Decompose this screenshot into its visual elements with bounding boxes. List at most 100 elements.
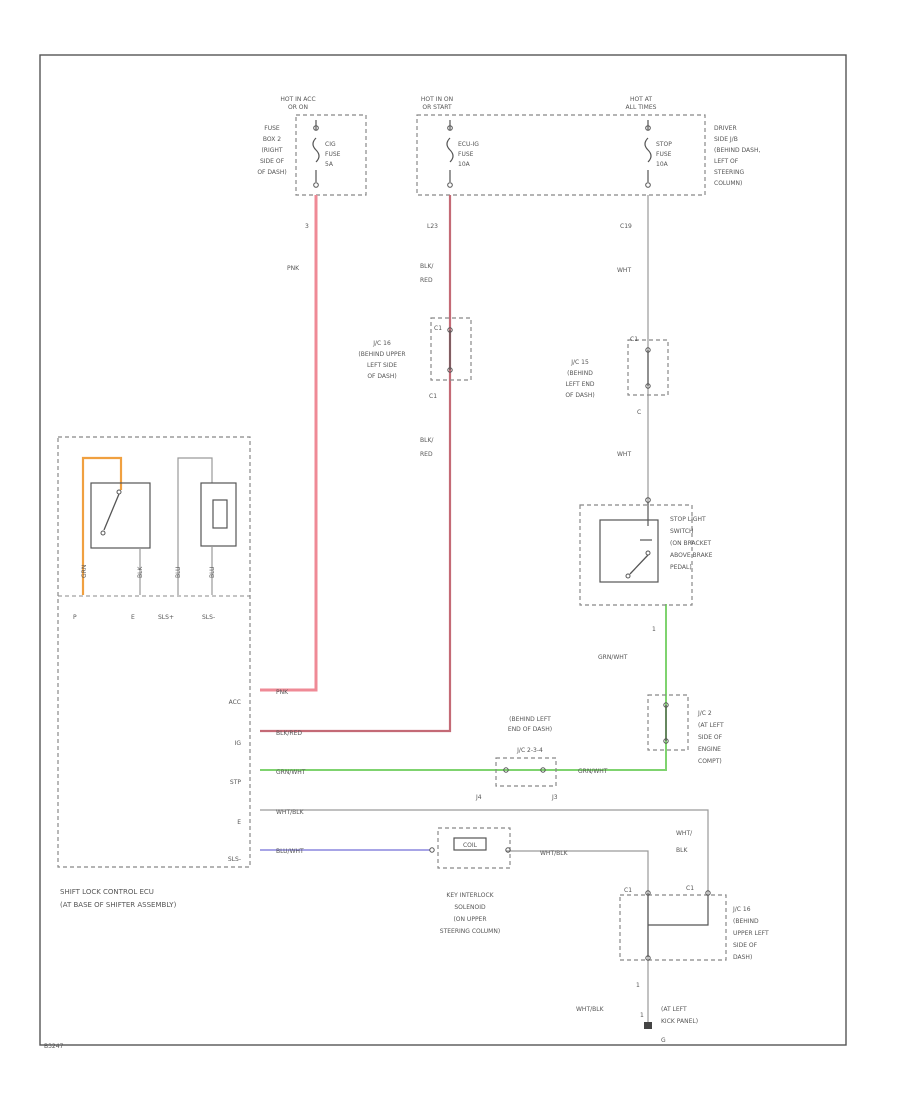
jc16-upper-label-2: (BEHIND UPPER <box>358 351 405 358</box>
ecu-terminal-sls-minus: SLS- <box>228 856 241 863</box>
jc15: C1 C J/C 15 (BEHIND LEFT END OF DASH) <box>565 336 669 416</box>
jc15-label-1: J/C 15 <box>570 359 589 366</box>
fuse-ecu-ig-label-1: ECU-IG <box>458 141 479 148</box>
fuse-stop-location-5: STEERING <box>714 169 744 176</box>
connector-pin-left: J4 <box>475 794 482 801</box>
jc2-box <box>647 694 689 751</box>
connector-label-2: END OF DASH) <box>508 726 552 733</box>
fuse-ecu-ig-header-2: OR START <box>422 104 452 111</box>
wire-pnk-label: PNK <box>287 265 300 272</box>
jc16-lower-pin-a: C1 <box>624 887 632 894</box>
fuse-cig-label-3: 5A <box>325 161 334 168</box>
fuse-stop-label-1: STOP <box>656 141 672 148</box>
fuse-ecu-ig-label-2: FUSE <box>458 151 474 158</box>
ecu-internal-wire-grey <box>177 457 213 595</box>
solenoid-coil-text: COIL <box>463 842 478 849</box>
ecu-wire-e: WHT/BLK <box>276 809 305 816</box>
connector-jc234: (BEHIND LEFT END OF DASH) J/C 2-3-4 J4 J… <box>475 716 608 801</box>
jc15-label-4: OF DASH) <box>565 392 594 399</box>
fuse-cig-label-2: FUSE <box>325 151 341 158</box>
wire-wht-blk-right-label-2: BLK <box>676 847 688 854</box>
fuse-stop-label-2: FUSE <box>656 151 672 158</box>
ecu-vert-label-3: BLU <box>175 566 182 578</box>
stop-light-switch: 1 STOP LIGHT SWITCH (ON BRACKET ABOVE BR… <box>579 497 713 633</box>
connector-title: J/C 2-3-4 <box>516 747 543 754</box>
ecu-terminal-ig: IG <box>235 740 242 747</box>
jc2-label-3: SIDE OF <box>698 734 723 741</box>
fuse-stop: HOT AT ALL TIMES STOP FUSE 10A DRIVER SI… <box>620 96 760 230</box>
ecu-wire-stp: GRN/WHT <box>276 769 306 776</box>
ground-label-2: KICK PANEL) <box>661 1018 698 1025</box>
wire-blk-red-label-1a: BLK/ <box>420 263 434 270</box>
fuse-ecu-ig-pin: L23 <box>427 223 438 230</box>
fuse-stop-location-6: COLUMN) <box>714 180 742 187</box>
jc16-upper: C1 C1 J/C 16 (BEHIND UPPER LEFT SIDE OF … <box>358 317 472 400</box>
stop-switch-pin: 1 <box>652 626 656 633</box>
ground-label-1: (AT LEFT <box>661 1006 687 1013</box>
ecu-title-2: (AT BASE OF SHIFTER ASSEMBLY) <box>60 901 177 909</box>
jc15-box <box>627 339 669 396</box>
ground-pin-bottom: G <box>661 1037 666 1044</box>
jc16-upper-label-4: OF DASH) <box>367 373 396 380</box>
wire-wht-label-1: WHT <box>617 267 631 274</box>
jc16-upper-label-1: J/C 16 <box>372 340 391 347</box>
ecu-vert-label-2: BLK <box>137 566 144 578</box>
ecu-terminal-e: E <box>237 819 241 826</box>
driver-side-jb-box <box>416 114 706 196</box>
fuse-ecu-ig-symbol <box>446 120 454 182</box>
solenoid-label-3: (ON UPPER <box>453 916 486 923</box>
wire-grn-wht-label: GRN/WHT <box>598 654 628 661</box>
jc16-lower-label-4: SIDE OF <box>733 942 758 949</box>
wire-grn-wht <box>260 604 667 771</box>
ecu-coil <box>212 499 228 529</box>
ground-wire-label: WHT/BLK <box>576 1006 605 1013</box>
jc16-upper-label-3: LEFT SIDE <box>367 362 397 369</box>
ecu-terminal-stp: STP <box>230 779 241 786</box>
stop-switch-symbol-box <box>599 519 659 583</box>
jc2-label-2: (AT LEFT <box>698 722 724 729</box>
wire-wht-blk <box>260 809 709 895</box>
wire-pnk <box>260 195 318 692</box>
fuse-cig: HOT IN ACC OR ON CIG FUSE 5A FUSE BOX 2 … <box>257 96 367 230</box>
jc15-pin-out: C <box>637 409 641 416</box>
jc15-label-3: LEFT END <box>566 381 595 388</box>
ecu-pin-p: P <box>73 614 77 621</box>
fuse-stop-location-2: SIDE J/B <box>714 136 738 143</box>
jc16-lower-pin-b: C1 <box>686 885 694 892</box>
ecu-vert-label-1: GRN <box>81 565 88 578</box>
wire-wht-label-2: WHT <box>617 451 631 458</box>
jc2-label-5: COMPT) <box>698 758 722 765</box>
jc16-lower-label-5: DASH) <box>733 954 752 961</box>
fuse-stop-location-1: DRIVER <box>714 125 737 132</box>
solenoid-box <box>437 827 511 869</box>
stop-switch-label-1: STOP LIGHT <box>670 516 706 523</box>
fuse-cig-header-1: HOT IN ACC <box>280 96 315 103</box>
fuse-cig-pin: 3 <box>305 223 309 230</box>
fuse-cig-label-1: CIG <box>325 141 336 148</box>
stop-switch-label-3: (ON BRACKET <box>670 540 711 547</box>
shift-lock-ecu: GRN BLK BLU BLU P E SLS+ SLS- ACC IG STP… <box>57 436 306 909</box>
ecu-relay-box <box>90 482 151 549</box>
jc16-lower: C1 C1 1 J/C 16 (BEHIND UPPER LEFT SIDE O… <box>619 885 769 989</box>
stop-switch-label-5: PEDAL) <box>670 564 692 571</box>
key-interlock-solenoid: COIL WHT/BLK KEY INTERLOCK SOLENOID (ON … <box>429 827 569 935</box>
jc15-pin-in: C1 <box>630 336 638 343</box>
connector-label-1: (BEHIND LEFT <box>509 716 551 723</box>
jc16-lower-label-2: (BEHIND <box>733 918 759 925</box>
footer-code: B3247 <box>44 1043 64 1050</box>
ground-point: WHT/BLK 1 G (AT LEFT KICK PANEL) <box>576 1006 698 1044</box>
solenoid-label-1: KEY INTERLOCK <box>446 892 494 899</box>
connector-box <box>495 757 557 787</box>
jc16-lower-box <box>619 894 727 961</box>
fuse-cig-location-4: SIDE OF <box>260 158 285 165</box>
jc2-label-4: ENGINE <box>698 746 721 753</box>
stop-switch-label-4: ABOVE BRAKE <box>670 552 713 559</box>
stop-switch-label-2: SWITCH <box>670 528 694 535</box>
fuse-cig-header-2: OR ON <box>288 104 308 111</box>
fuse-cig-symbol <box>312 120 320 182</box>
fuse-ecu-ig-header-1: HOT IN ON <box>421 96 453 103</box>
ecu-vert-label-4: BLU <box>209 566 216 578</box>
wire-blk-red-label-2b: RED <box>420 451 433 458</box>
fuse-cig-location-1: FUSE <box>264 125 280 132</box>
